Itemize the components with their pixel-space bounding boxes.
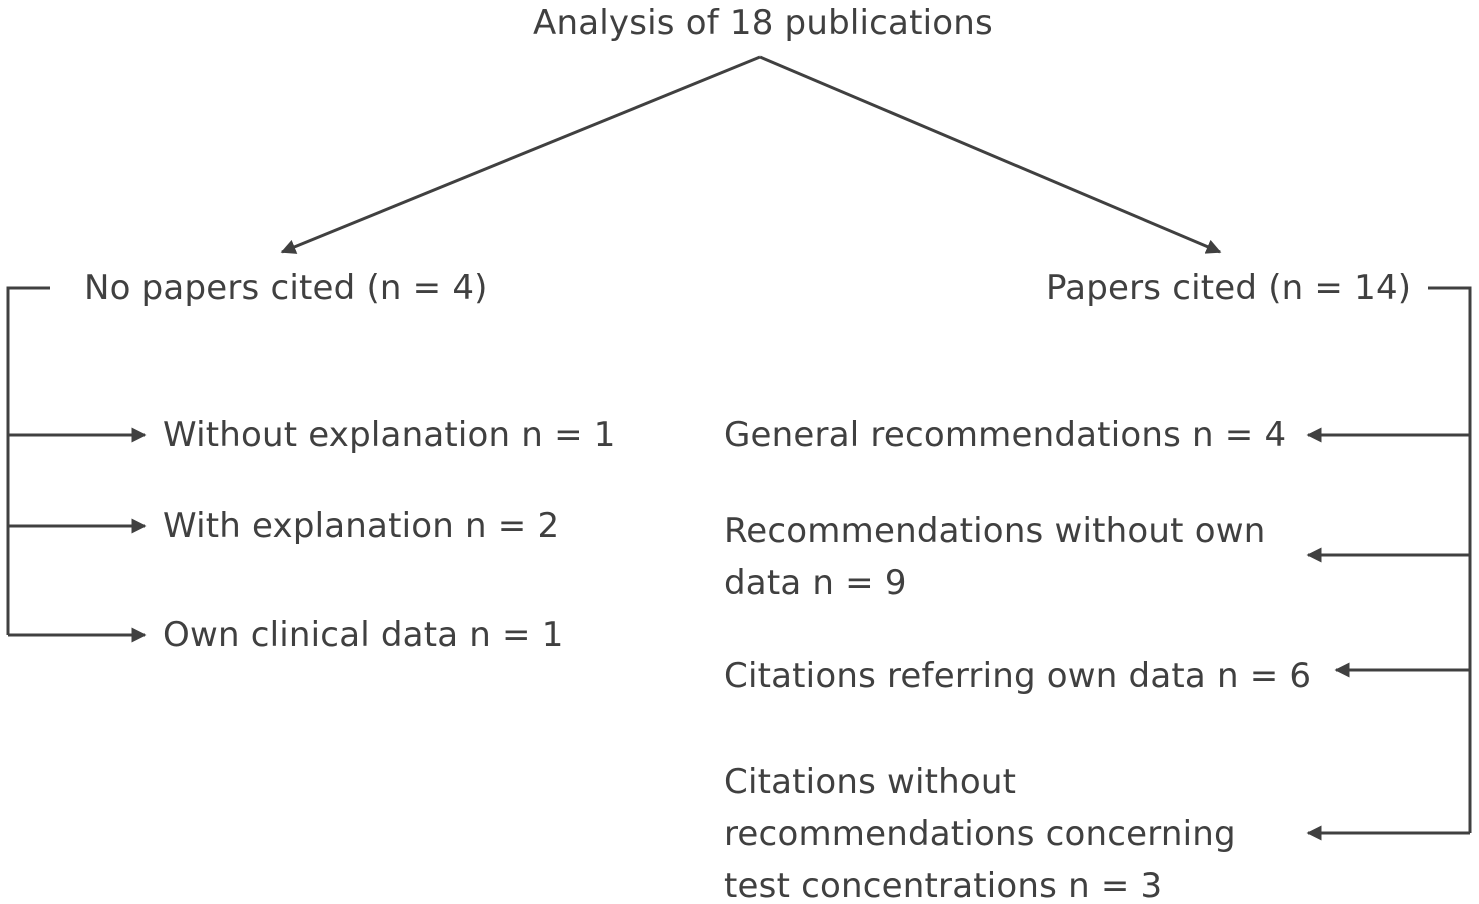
left-child-without-explanation: Without explanation n = 1 [163,415,616,455]
left-branch-label: No papers cited (n = 4) [84,268,488,308]
root-node-label: Analysis of 18 publications [533,3,993,43]
right-child-citations-referring-own-data: Citations referring own data n = 6 [724,656,1312,696]
left-child-with-explanation: With explanation n = 2 [163,506,560,546]
arrow-root-to-right-branch [759,55,1222,254]
left-child-own-clinical-data: Own clinical data n = 1 [163,615,564,655]
right-bracket-line [1428,286,1472,833]
arrow-root-to-left-branch [280,55,761,254]
right-child-citations-without-recommendations: Citations without recommendations concer… [724,762,1236,904]
left-bracket-line [6,286,50,635]
right-child-recommendations-without-own-data: Recommendations without own data n = 9 [724,511,1266,603]
right-branch-label: Papers cited (n = 14) [1046,268,1412,308]
right-child-general-recommendations: General recommendations n = 4 [724,415,1287,455]
